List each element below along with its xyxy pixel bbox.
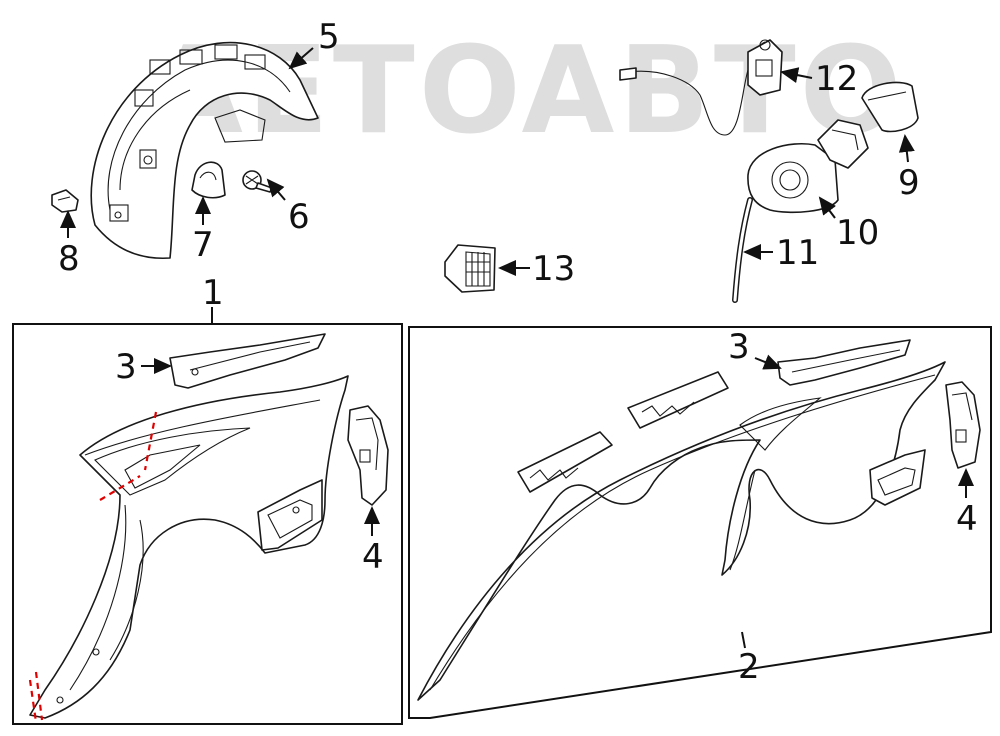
callout-4-right: 4 (956, 499, 978, 539)
callout-3-left: 3 (115, 347, 137, 387)
bracket-rail-b-part (627, 371, 729, 429)
quarter-panel-part (29, 375, 349, 719)
leader-lines (60, 47, 974, 649)
vent-grille-part (444, 244, 496, 293)
right-panel-frame (408, 326, 992, 719)
callout-1: 1 (202, 273, 224, 313)
callout-5: 5 (318, 17, 340, 57)
bracket-rail-a-part (517, 431, 613, 493)
clip-nut-part (51, 189, 79, 213)
callout-6: 6 (288, 197, 310, 237)
wheelhouse-liner-part (90, 41, 319, 260)
screw-part (242, 170, 273, 193)
callout-2: 2 (738, 647, 760, 687)
fuel-filler-housing-part (747, 119, 869, 214)
cut-line-middle (99, 475, 141, 501)
cut-line-lower-a (34, 671, 44, 721)
inner-panel-part (417, 361, 946, 701)
callout-4-left: 4 (362, 537, 384, 577)
callout-8: 8 (58, 239, 80, 279)
bracket-left-part (347, 405, 389, 506)
callout-12: 12 (815, 59, 858, 99)
callout-11: 11 (776, 233, 819, 273)
reinforcement-upper-left-part (169, 333, 326, 389)
clip-part (191, 161, 226, 199)
left-panel-frame (12, 323, 403, 725)
cut-line-upper (143, 411, 158, 471)
callout-10: 10 (836, 213, 879, 253)
reinforcement-upper-right-part (777, 339, 911, 386)
bracket-right-part (945, 381, 981, 469)
callout-3-right: 3 (728, 327, 750, 367)
fuel-door-part (861, 81, 919, 133)
callout-13: 13 (532, 249, 575, 289)
callout-7: 7 (192, 225, 214, 265)
drain-hose-part (732, 197, 753, 303)
cut-line-lower-b (28, 679, 38, 723)
callout-9: 9 (898, 163, 920, 203)
fuel-door-actuator-part (619, 39, 783, 136)
